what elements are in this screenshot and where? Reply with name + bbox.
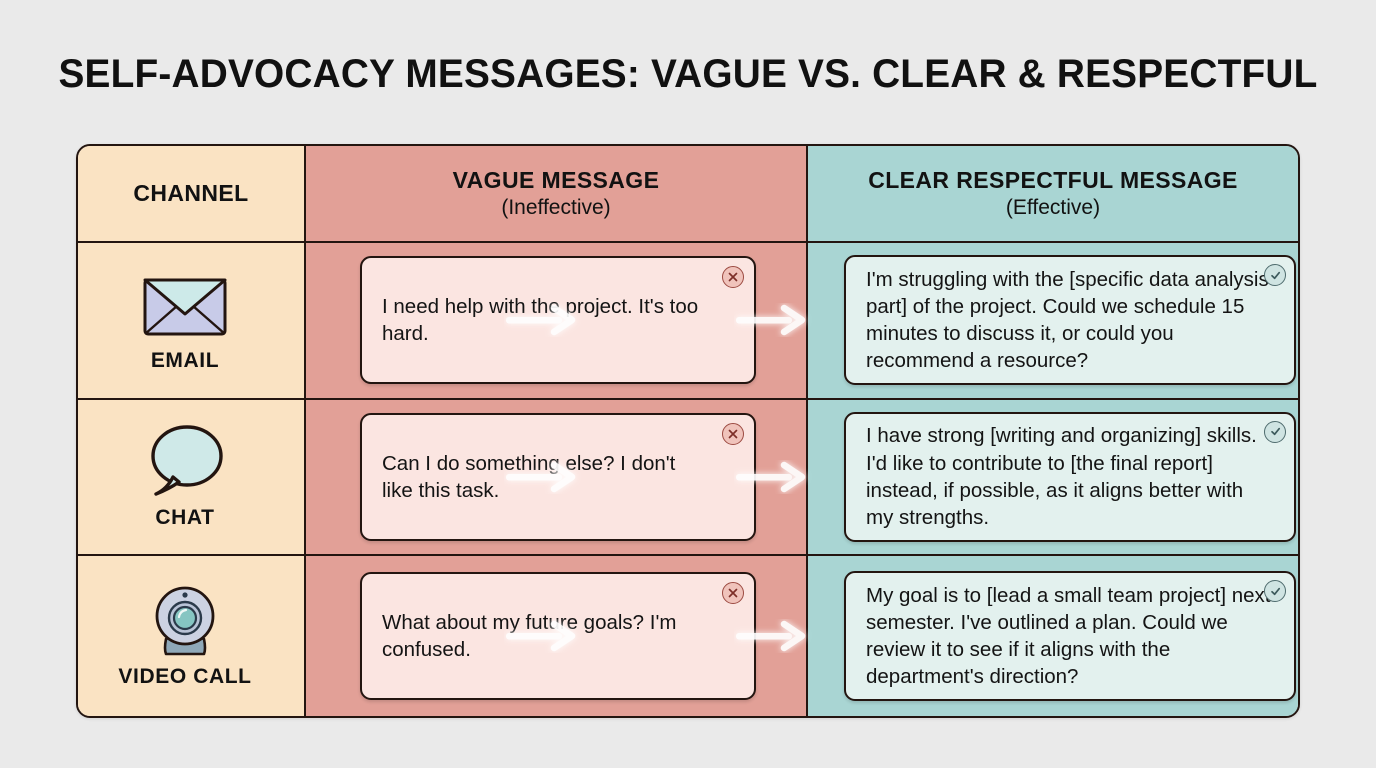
table-header-row: CHANNEL VAGUE MESSAGE (Ineffective) CLEA…: [78, 146, 1298, 243]
vague-cell-video-call: What about my future goals? I'm confused…: [306, 556, 808, 716]
clear-cell-chat: I have strong [writing and organizing] s…: [736, 399, 1298, 555]
header-clear-sublabel: (Effective): [1005, 196, 1101, 220]
vague-message-card: What about my future goals? I'm confused…: [360, 572, 756, 701]
channel-cell-email: EMAIL: [78, 242, 306, 398]
vague-cell-email: I need help with the project. It's too h…: [306, 242, 808, 398]
clear-message-text: My goal is to [lead a small team project…: [866, 583, 1271, 689]
table-row: VIDEO CALL What about my future goals? I…: [78, 556, 1298, 716]
header-cell-channel: CHANNEL: [78, 146, 306, 241]
check-mark-icon: [1264, 420, 1286, 443]
vague-message-card: Can I do something else? I don't like th…: [360, 412, 756, 541]
channel-cell-video-call: VIDEO CALL: [78, 556, 306, 716]
clear-message-card: My goal is to [lead a small team project…: [844, 571, 1296, 702]
x-mark-icon: [722, 266, 744, 289]
page-title: SELF-ADVOCACY MESSAGES: VAGUE VS. CLEAR …: [58, 52, 1318, 96]
webcam-icon: [137, 583, 233, 659]
clear-message-card: I'm struggling with the [specific data a…: [844, 255, 1296, 386]
envelope-icon: [137, 267, 233, 343]
channel-label: EMAIL: [150, 349, 220, 373]
clear-cell-email: I'm struggling with the [specific data a…: [736, 242, 1298, 398]
comparison-table: CHANNEL VAGUE MESSAGE (Ineffective) CLEA…: [76, 144, 1300, 718]
header-clear-label: CLEAR RESPECTFUL MESSAGE: [868, 166, 1238, 193]
header-channel-label: CHANNEL: [133, 180, 249, 207]
speech-bubble-icon: [137, 424, 233, 500]
clear-cell-video-call: My goal is to [lead a small team project…: [736, 556, 1298, 716]
header-cell-clear: CLEAR RESPECTFUL MESSAGE (Effective): [808, 146, 1298, 241]
vague-message-card: I need help with the project. It's too h…: [360, 256, 756, 385]
channel-label: CHAT: [155, 505, 215, 529]
vague-message-text: I need help with the project. It's too h…: [382, 294, 699, 346]
check-mark-icon: [1264, 580, 1286, 603]
header-vague-label: VAGUE MESSAGE: [452, 166, 660, 193]
x-mark-icon: [722, 422, 744, 445]
clear-message-text: I have strong [writing and organizing] s…: [866, 424, 1257, 530]
table-row: EMAIL I need help with the project. It's…: [78, 242, 1298, 400]
vague-message-text: Can I do something else? I don't like th…: [382, 451, 676, 502]
check-mark-icon: [1264, 264, 1286, 287]
vague-message-text: What about my future goals? I'm confused…: [382, 610, 677, 662]
header-vague-sublabel: (Ineffective): [501, 196, 611, 220]
clear-message-card: I have strong [writing and organizing] s…: [844, 411, 1296, 542]
channel-cell-chat: CHAT: [78, 399, 306, 555]
header-cell-vague: VAGUE MESSAGE (Ineffective): [306, 146, 808, 241]
x-mark-icon: [722, 582, 744, 605]
channel-label: VIDEO CALL: [118, 665, 252, 689]
table-row: CHAT Can I do something else? I don't li…: [78, 399, 1298, 557]
clear-message-text: I'm struggling with the [specific data a…: [866, 267, 1269, 373]
vague-cell-chat: Can I do something else? I don't like th…: [306, 399, 808, 555]
